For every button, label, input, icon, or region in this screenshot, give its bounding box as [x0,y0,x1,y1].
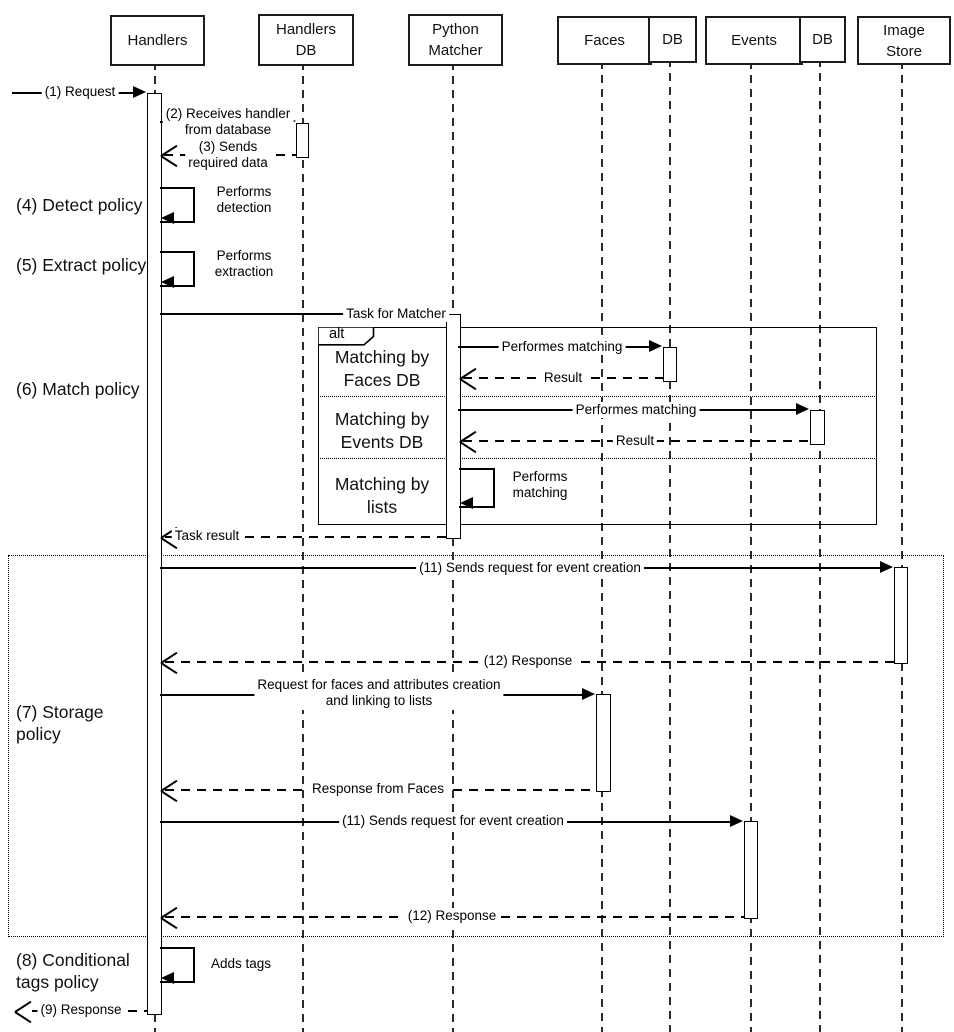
message-label-event-creation-image: (11) Sends request for event creation [416,560,644,577]
arrowhead-event-creation-image [880,561,893,573]
participant-python-matcher: Python Matcher [408,14,503,66]
alt-operator-tag: alt [318,326,375,346]
activation-handlers-db [296,123,309,158]
activation-events-db [810,410,825,445]
lifeline-faces-db [669,59,671,1032]
lifeline-image-store [901,61,903,1032]
participant-image-store: Image Store [857,16,951,65]
self-message-detection [160,187,195,223]
message-label-sends-data: (3) Sends required data [185,139,271,172]
arrowhead-detection [161,212,174,224]
message-label-request-faces: Request for faces and attributes creatio… [254,677,504,710]
alt-condition-lists: Matching by lists [334,474,430,518]
alt-pentagon-icon [318,327,375,346]
policy-label-storage: (7) Storage policy [16,702,104,745]
open-arrowhead-final-response [15,1000,35,1022]
self-message-adds-tags [160,947,195,983]
arrowhead-matching-lists [460,497,473,509]
lifeline-handlers-db [302,62,304,1032]
message-line-task-for-matcher [160,313,433,315]
policy-label-conditional-tags: (8) Conditional tags policy [16,950,130,993]
open-arrowhead-sends-data [161,144,181,166]
lifeline-events-db [819,59,821,1032]
participant-handlers-db: Handlers DB [258,14,354,66]
message-label-final-response: (9) Response [37,1002,125,1019]
open-arrowhead-response-image [161,651,181,673]
message-label-extraction: Performs extraction [211,248,277,281]
message-label-event-creation-events: (11) Sends request for event creation [339,813,567,830]
alt-frame [318,327,877,525]
policy-label-detect: (4) Detect policy [16,195,143,215]
alt-keyword: alt [329,326,345,342]
alt-condition-events-db: Matching by Events DB [334,409,430,453]
policy-label-match: (6) Match policy [16,379,140,399]
activation-python-matcher [446,314,461,539]
arrowhead-matching-faces [649,340,662,352]
message-label-matching-faces: Performes matching [498,339,626,356]
message-label-response-faces: Response from Faces [308,781,448,798]
alt-condition-faces-db: Matching by Faces DB [334,347,430,391]
arrowhead-adds-tags [161,972,174,984]
alt-separator-1 [318,396,875,397]
open-arrowhead-response-events [161,906,181,928]
lifeline-events [750,61,752,1032]
lifeline-python-matcher [452,62,454,1032]
open-arrowhead-result-events [460,430,480,452]
arrowhead-matching-events [796,403,809,415]
lifeline-faces [601,61,603,1032]
open-arrowhead-response-faces [161,779,181,801]
alt-separator-2 [318,458,875,459]
arrowhead-request [133,86,146,98]
participant-faces-db: DB [648,16,697,63]
open-arrowhead-result-faces [460,367,480,389]
self-message-extraction [160,251,195,287]
arrowhead-extraction [161,276,174,288]
activation-handlers [147,93,162,1015]
arrowhead-request-faces [582,688,595,700]
message-label-result-events: Result [612,433,658,450]
activation-faces [596,694,611,792]
participant-handlers: Handlers [110,15,205,66]
arrowhead-event-creation-events [730,815,743,827]
participant-events: Events [705,16,803,65]
message-label-request: (1) Request [41,84,119,101]
activation-events [744,821,758,919]
message-line-task-result [165,536,446,538]
message-label-task-result: Task result [171,528,243,545]
message-label-adds-tags: Adds tags [207,956,275,973]
policy-label-extract: (5) Extract policy [16,255,147,275]
message-label-matching-lists: Performs matching [509,469,571,502]
participant-faces: Faces [557,16,652,65]
message-label-receives-handler: (2) Receives handler from database [162,106,294,139]
self-message-matching-lists [459,468,495,508]
message-label-response-events: (12) Response [404,908,500,925]
participant-events-db: DB [799,16,846,63]
storage-policy-frame [8,555,944,937]
message-label-task-for-matcher: Task for Matcher [343,306,449,323]
message-label-matching-events: Performes matching [572,402,700,419]
message-label-response-image: (12) Response [480,653,576,670]
activation-image-store [894,567,908,664]
message-label-detection: Performs detection [213,184,275,217]
activation-faces-db [663,347,677,382]
message-label-result-faces: Result [540,370,586,387]
